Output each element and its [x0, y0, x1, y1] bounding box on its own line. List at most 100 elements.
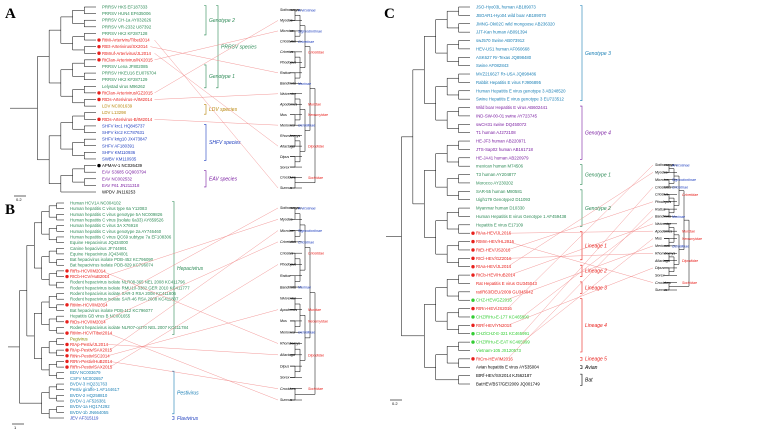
group-bracket — [580, 357, 583, 361]
leaf-label: PRRSV Lena JF802085 — [102, 64, 148, 69]
group-bracket — [172, 416, 175, 420]
host-taxon-label: Microtus — [280, 229, 294, 233]
host-association-link — [507, 164, 654, 309]
leaf-label: CHZ/RHu-E-177 KC465990 — [476, 314, 530, 319]
host-taxon-label: Myodes — [655, 171, 668, 175]
group-label: Lineage 1 — [585, 244, 607, 250]
tree-branch — [446, 279, 459, 297]
tree-branch — [84, 86, 96, 94]
group-label: Lineage 5 — [585, 357, 607, 363]
tree-branch — [41, 256, 50, 280]
tree-branch — [424, 304, 436, 368]
leaf-marker — [97, 97, 101, 102]
host-clade-label: Cricetidae — [682, 193, 698, 197]
tree-branch — [458, 140, 470, 150]
leaf-label: EAV F61 JN211318 — [102, 183, 140, 188]
tree-branch — [56, 225, 64, 232]
leaf-label: EAV NC002532 — [102, 176, 133, 181]
leaf-label: RtNn-Pestiv/SC2014 — [70, 353, 110, 358]
leaf-label: EAV S3685 GQ903794 — [102, 170, 147, 175]
leaf-marker — [471, 231, 475, 235]
host-taxon-label: Sorex — [280, 376, 290, 380]
host-taxon-label: Niviventer — [280, 297, 297, 301]
host-taxon-label: Suncus — [280, 186, 292, 190]
group-bracket — [580, 281, 583, 294]
leaf-label: Human hepatitis C virus genotype 2a AY74… — [70, 229, 162, 234]
tree-branch — [435, 19, 448, 54]
tree-branch — [34, 222, 42, 269]
panel-label-b: B — [5, 202, 15, 218]
host-association-link — [154, 93, 279, 100]
leaf-label: RtCb-HCV/HuB2014 — [70, 274, 110, 279]
host-tree-branch — [295, 292, 316, 395]
leaf-label: HE-JF3 human AB220971 — [476, 139, 527, 144]
host-tree-branch — [290, 156, 296, 168]
group-bracket — [580, 105, 583, 160]
group-label: Genotype 4 — [585, 130, 611, 136]
tree-branch — [446, 312, 459, 330]
host-taxon-label: Bandicota — [280, 81, 296, 85]
leaf-label: RtMi-Arteriviru/Tibet2014 — [102, 38, 150, 43]
leaf-label: SHFV krc1 HQ845737 — [102, 123, 145, 128]
leaf-label: RtRf-HEV/YN2014 — [476, 323, 512, 328]
leaf-label: Rodent hepacivirus isolate NLR07-oct70 N… — [70, 325, 189, 330]
tree-branch — [34, 313, 42, 359]
tree-branch — [446, 44, 459, 62]
leaf-label: SHFV krc2 KC787631 — [102, 130, 145, 135]
leaf-label: Morocco AY230202 — [476, 180, 514, 185]
tree-branch — [446, 144, 459, 163]
tree-branch — [48, 250, 57, 263]
leaf-marker — [65, 348, 69, 352]
group-label: Bat — [585, 378, 593, 384]
tree-branch — [56, 248, 64, 255]
tree-branch — [72, 115, 85, 130]
leaf-label: RtAp-Pestiv/JL2014 — [70, 342, 109, 347]
host-association-link — [107, 344, 279, 356]
host-clade-label: Soricidae — [308, 176, 323, 180]
tree-branch — [446, 245, 459, 263]
host-association-link — [507, 208, 654, 360]
leaf-marker — [471, 306, 475, 311]
leaf-marker — [471, 315, 475, 319]
host-taxon-label: Crocidura — [280, 387, 296, 391]
host-association-link — [101, 241, 279, 322]
tree-branch — [458, 224, 470, 234]
host-taxon-label: Sorex — [655, 273, 665, 277]
host-taxon-label: Sothoromys — [280, 8, 299, 12]
tree-branch — [84, 165, 96, 173]
host-clade-label: Sigmodontinae — [672, 178, 696, 182]
host-taxon-label: Bandicota — [655, 215, 671, 219]
host-taxon-label: Crocidura — [655, 281, 671, 285]
host-taxon-label: Niviventer — [655, 222, 672, 226]
host-clade-label: Cricetidae — [308, 50, 324, 54]
leaf-label: JSO-Hyo03L human AB189073 — [476, 5, 536, 10]
leaf-label: RtRn-Pestiv/HuB2014 — [70, 359, 113, 364]
group-bracket — [580, 164, 583, 185]
group-label: Genotype 1 — [209, 74, 235, 80]
group-bracket — [580, 365, 583, 370]
host-association-link — [101, 270, 279, 344]
leaf-marker — [471, 332, 475, 336]
leaf-label: Human hepatitis C virus genotype 5A NC00… — [70, 212, 163, 217]
tree-branch — [56, 383, 64, 390]
group-label: Genotype 2 — [209, 18, 235, 24]
tree-branch — [401, 136, 425, 337]
leaf-label: SAR-55 human M80581 — [476, 189, 523, 194]
leaf-label: Hepatitis GB virus B NC001655 — [70, 314, 131, 319]
tree-branch — [60, 122, 73, 150]
leaf-marker — [471, 256, 475, 261]
tree-branch — [458, 241, 470, 251]
host-clade-label: Sigmodontinae — [298, 229, 322, 233]
tree-branch — [84, 6, 96, 14]
leaf-label: APMAV-1 NC026439 — [102, 163, 143, 168]
tree-branch — [84, 138, 96, 146]
tree-branch — [72, 168, 85, 183]
tree-branch — [26, 245, 35, 337]
leaf-label: RtAp-Pestiv/SAX2015 — [70, 348, 113, 353]
tree-branch — [446, 111, 459, 129]
tree-branch — [56, 361, 64, 368]
host-association-link — [109, 230, 279, 351]
leaf-label: Human hepatitis C virus 3A X76918 — [70, 223, 138, 228]
